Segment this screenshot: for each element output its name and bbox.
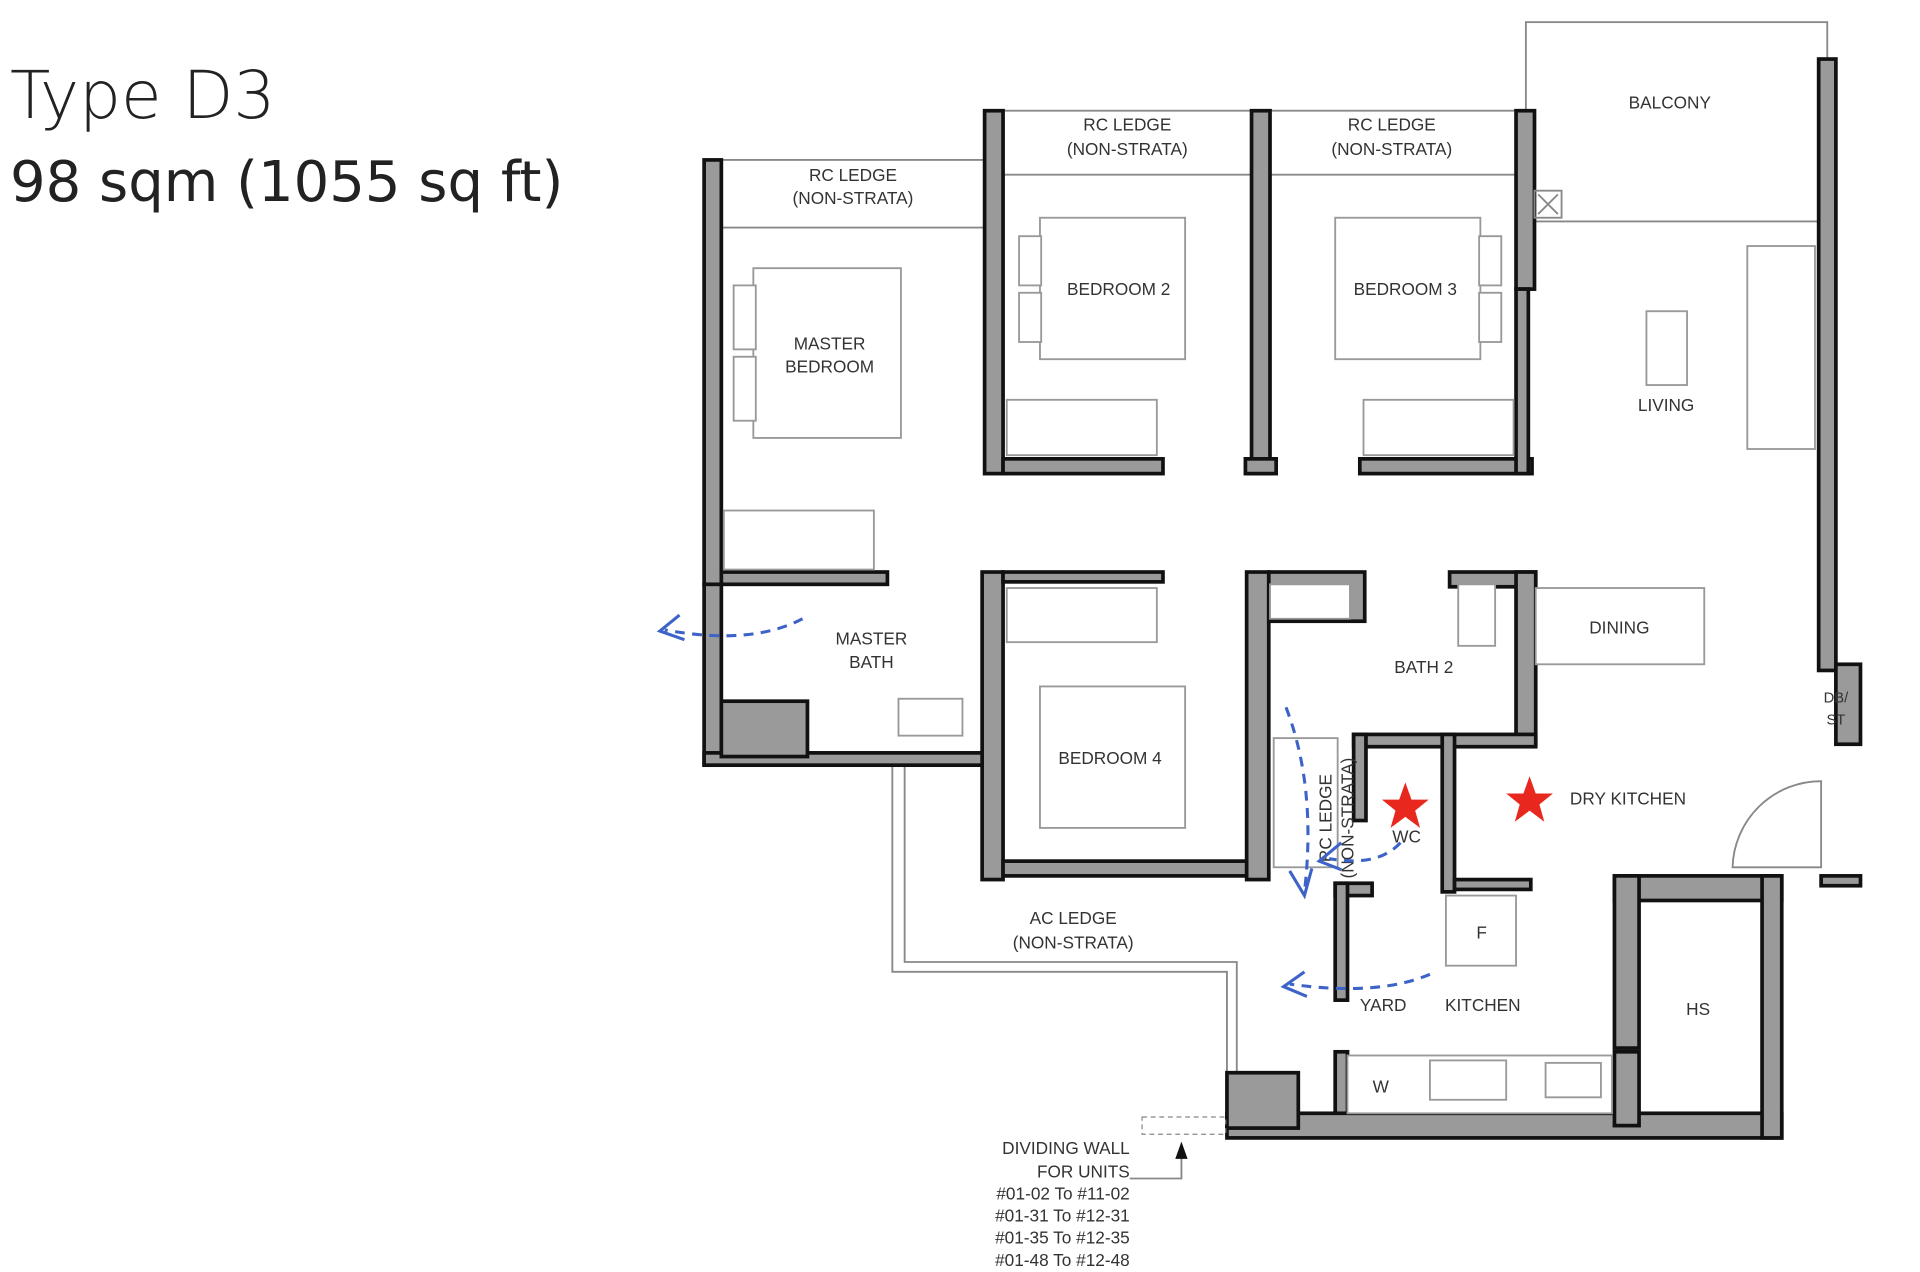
leader-line — [1129, 1146, 1183, 1180]
label-master-bath-2: BATH — [849, 652, 894, 672]
label-bedroom-4: BEDROOM 4 — [1058, 748, 1162, 768]
label-dry-kitchen: DRY KITCHEN — [1570, 789, 1686, 809]
label-fridge: F — [1476, 923, 1487, 943]
svg-text:#01-48 To #12-48: #01-48 To #12-48 — [995, 1250, 1130, 1270]
balcony-outline — [1524, 21, 1829, 223]
label-rc-ledge-2-sub: (NON-STRATA) — [1067, 139, 1188, 159]
label-washer: W — [1373, 1076, 1390, 1096]
svg-text:FOR UNITS: FOR UNITS — [1037, 1161, 1130, 1181]
label-living: LIVING — [1638, 395, 1694, 415]
label-rc-ledge-1-sub: (NON-STRATA) — [793, 188, 914, 208]
dividing-wall-marker — [1141, 1116, 1227, 1135]
label-kitchen: KITCHEN — [1445, 995, 1521, 1015]
label-bedroom-3: BEDROOM 3 — [1354, 279, 1457, 299]
ac-ledge-outline — [891, 765, 1228, 1083]
ac-ledge-outline — [903, 765, 1238, 1083]
label-st: ST — [1826, 713, 1845, 729]
label-rc-ledge-1: RC LEDGE — [809, 165, 897, 185]
svg-text:#01-02 To #11-02: #01-02 To #11-02 — [996, 1183, 1129, 1203]
star-icon — [1506, 776, 1553, 822]
furniture — [722, 216, 1816, 1115]
arrow-up-icon — [1175, 1141, 1188, 1159]
label-db: DB/ — [1824, 690, 1849, 706]
main-door — [1731, 780, 1823, 869]
label-yard: YARD — [1360, 995, 1407, 1015]
room-labels: RC LEDGE (NON-STRATA) RC LEDGE (NON-STRA… — [785, 92, 1849, 1096]
label-rc-ledge-vertical-sub: (NON-STRATA) — [1338, 758, 1358, 879]
airflow-arrows — [656, 613, 1431, 998]
label-ac-ledge: AC LEDGE — [1030, 908, 1117, 928]
unit-area: 98 sqm (1055 sq ft) — [10, 150, 564, 215]
label-balcony: BALCONY — [1629, 92, 1712, 112]
svg-text:DIVIDING WALL: DIVIDING WALL — [1002, 1138, 1130, 1158]
svg-text:#01-31 To #12-31: #01-31 To #12-31 — [995, 1206, 1130, 1226]
unit-type-title: Type D3 — [10, 57, 276, 134]
walls — [702, 57, 1863, 1140]
label-hs: HS — [1686, 999, 1710, 1019]
label-bath-2: BATH 2 — [1394, 657, 1453, 677]
dividing-wall-note: DIVIDING WALL FOR UNITS #01-02 To #11-02… — [995, 1138, 1130, 1270]
label-master-bedroom-2: BEDROOM — [785, 357, 874, 377]
label-rc-ledge-3: RC LEDGE — [1348, 114, 1436, 134]
label-wc: WC — [1392, 827, 1421, 847]
label-bedroom-2: BEDROOM 2 — [1067, 279, 1170, 299]
label-rc-ledge-vertical: RC LEDGE — [1316, 774, 1336, 862]
label-master-bath: MASTER — [836, 629, 908, 649]
label-dining: DINING — [1589, 618, 1649, 638]
label-ac-ledge-sub: (NON-STRATA) — [1013, 932, 1134, 952]
svg-text:#01-35 To #12-35: #01-35 To #12-35 — [995, 1228, 1130, 1248]
label-rc-ledge-2: RC LEDGE — [1083, 114, 1171, 134]
label-master-bedroom: MASTER — [794, 333, 866, 353]
star-icon — [1381, 782, 1429, 828]
label-rc-ledge-3-sub: (NON-STRATA) — [1331, 139, 1452, 159]
